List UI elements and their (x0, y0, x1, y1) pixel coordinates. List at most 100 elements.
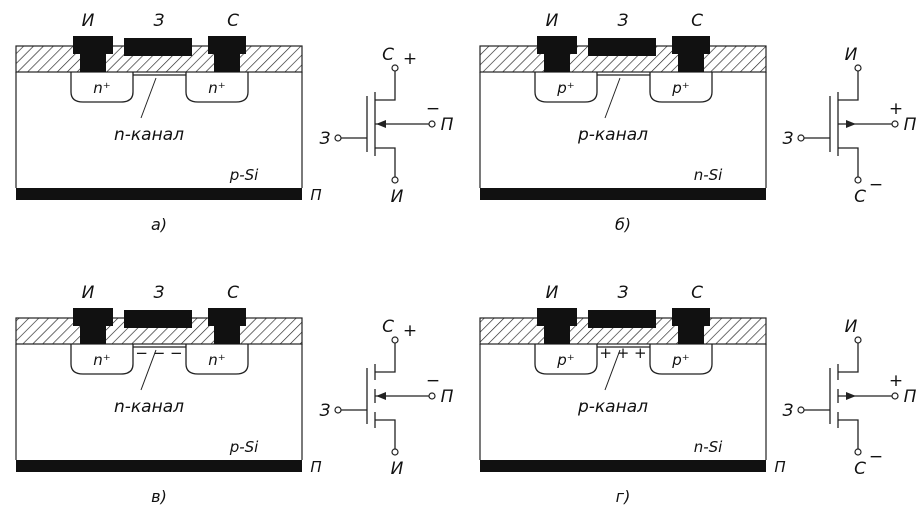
source-metal (537, 308, 577, 326)
transistor-symbol: С + И З П− (320, 45, 454, 207)
panel-caption: в) (151, 487, 167, 506)
source-well (534, 72, 598, 103)
source-well (70, 72, 134, 103)
gate-terminal-label: З (783, 401, 794, 421)
bulk-arrow (376, 120, 386, 128)
bottom-terminal-label: И (391, 187, 404, 207)
top-lead (838, 343, 859, 373)
drain-well-label: p⁺ (671, 79, 689, 97)
top-terminal-sign: + (403, 49, 417, 69)
bulk-terminal (891, 120, 899, 128)
source-plug (544, 54, 570, 72)
channel-label: n-канал (114, 125, 184, 145)
drain-metal (208, 36, 246, 54)
channel-leader (604, 349, 621, 391)
bulk-arrow (376, 392, 386, 400)
drain-label: С (227, 11, 239, 31)
top-lead (375, 71, 396, 101)
bottom-lead (375, 147, 396, 177)
channel-leader (140, 349, 157, 391)
bulk-arrow (846, 392, 856, 400)
bottom-terminal (854, 176, 862, 184)
channel-label: n-канал (114, 397, 184, 417)
bulk-terminal-sign: − (426, 99, 440, 119)
top-terminal-label: С (382, 45, 394, 65)
gate-metal (124, 38, 192, 56)
substrate-label: n-Si (694, 166, 723, 184)
bottom-terminal (854, 448, 862, 456)
bulk-terminal-label: П (441, 115, 454, 135)
bulk-arrow (846, 120, 856, 128)
source-well (534, 344, 598, 375)
bulk-terminal (891, 392, 899, 400)
bulk-terminal (428, 120, 436, 128)
top-terminal-label: И (845, 45, 858, 65)
bottom-terminal-sign: − (869, 175, 883, 195)
source-well-label: n⁺ (93, 351, 110, 369)
transistor-symbol: ИС−ЗП+ (783, 45, 917, 207)
drain-well (649, 72, 713, 103)
source-plug (544, 326, 570, 344)
transistor-symbol: ИС−ЗП+ (783, 317, 917, 479)
channel-charge-label: + + + (599, 344, 646, 362)
bulk-terminal-label: П (441, 387, 454, 407)
bulk-contact (16, 188, 302, 200)
drain-label: С (691, 283, 703, 303)
bulk-contact (480, 188, 766, 200)
source-label: И (82, 11, 95, 31)
drain-well-label: p⁺ (671, 351, 689, 369)
drain-well (649, 344, 713, 375)
top-terminal (391, 64, 399, 72)
source-plug (80, 54, 106, 72)
source-metal (73, 36, 113, 54)
drain-label: С (691, 11, 703, 31)
channel-label: p-канал (577, 397, 648, 417)
drain-metal (672, 36, 710, 54)
gate-terminal (797, 406, 805, 414)
substrate-label: p-Si (229, 438, 259, 456)
substrate-label: n-Si (694, 438, 723, 456)
source-well-label: p⁺ (556, 79, 574, 97)
bulk-terminal-sign: − (426, 371, 440, 391)
bottom-terminal (391, 176, 399, 184)
source-well (70, 344, 134, 375)
gate-label: З (618, 11, 629, 31)
drain-well-label: n⁺ (208, 351, 225, 369)
source-label: И (82, 283, 95, 303)
source-well-label: n⁺ (93, 79, 110, 97)
drain-plug (678, 326, 704, 344)
bottom-terminal-label: И (391, 459, 404, 479)
top-terminal-label: И (845, 317, 858, 337)
drain-metal (672, 308, 710, 326)
source-label: И (546, 11, 559, 31)
bottom-lead (375, 419, 396, 449)
top-lead (838, 71, 859, 101)
drain-metal (208, 308, 246, 326)
panel-caption: б) (615, 215, 631, 234)
transistor-symbol: С+ИЗП− (320, 317, 454, 479)
gate-label: З (154, 283, 165, 303)
top-terminal (854, 64, 862, 72)
bottom-terminal-sign: − (869, 447, 883, 467)
source-well-label: p⁺ (556, 351, 574, 369)
bottom-lead (838, 419, 859, 449)
gate-terminal-label: З (320, 129, 331, 149)
substrate-label: p-Si (229, 166, 259, 184)
bulk-contact (16, 460, 302, 472)
source-metal (537, 36, 577, 54)
gate-label: З (618, 283, 629, 303)
drain-plug (214, 54, 240, 72)
gate-metal (124, 310, 192, 328)
drain-well (185, 72, 249, 103)
channel-leader (140, 77, 157, 119)
drain-well-label: n⁺ (208, 79, 225, 97)
bulk-terminal-label: П (904, 387, 917, 407)
bulk-terminal-label: П (310, 186, 321, 204)
drain-label: С (227, 283, 239, 303)
bulk-terminal-label: П (904, 115, 917, 135)
bulk-terminal-label: П (310, 458, 321, 476)
